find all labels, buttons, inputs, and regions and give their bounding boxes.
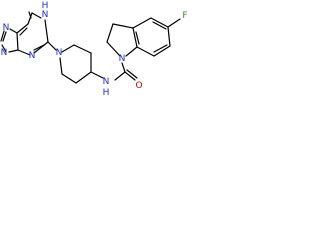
bond — [16, 32, 19, 51]
urea-linker-bonds — [90, 62, 138, 81]
molecule-structure-diagram: N H N N N N N H O N F — [0, 1, 188, 98]
purine-n-left-label: N — [3, 23, 10, 33]
bond — [17, 49, 31, 56]
atom-labels: N H N N N N N H O N F — [1, 1, 188, 98]
linker-h-label: H — [103, 88, 110, 98]
bond — [1, 44, 7, 53]
bond — [167, 18, 181, 28]
bond — [44, 19, 49, 43]
bond — [136, 46, 155, 57]
bond — [59, 57, 63, 75]
bond — [0, 30, 5, 42]
bond — [106, 41, 121, 57]
bond — [73, 44, 92, 54]
piperidine-n-label: N — [56, 48, 63, 58]
purine-n-bottom-label: N — [29, 51, 36, 61]
bond — [90, 71, 104, 79]
bond — [125, 46, 138, 57]
bond — [121, 62, 126, 73]
bond — [153, 44, 168, 53]
bond — [150, 17, 169, 28]
bond — [61, 73, 77, 84]
purine-n-lower-left-label: N — [1, 48, 8, 58]
purine-n-top-label: N — [42, 10, 49, 20]
purine-nh-top-h-label: H — [42, 1, 49, 11]
linker-n-label: N — [103, 77, 110, 87]
bond — [47, 41, 57, 51]
bond — [106, 23, 114, 43]
bond — [8, 49, 19, 53]
bond — [31, 12, 42, 19]
bond — [135, 31, 140, 45]
purine-ring-bonds — [0, 11, 57, 56]
bond — [126, 69, 138, 79]
bond — [61, 44, 75, 53]
bond — [167, 26, 171, 47]
bond — [112, 23, 134, 29]
bond — [19, 27, 28, 36]
bond — [152, 21, 167, 30]
bond — [33, 41, 49, 54]
carbonyl-o-label: O — [135, 81, 142, 91]
bond — [9, 28, 18, 34]
bond — [33, 44, 45, 51]
bond — [2, 31, 7, 42]
bond — [132, 17, 152, 29]
indoline-n-label: N — [119, 54, 126, 64]
bond — [132, 27, 138, 48]
bond — [16, 23, 29, 34]
bond — [153, 45, 171, 57]
bond — [114, 71, 126, 81]
bond — [27, 12, 33, 25]
bond — [28, 11, 32, 19]
piperidine-ring-bonds — [59, 44, 92, 84]
bond — [124, 71, 136, 81]
fluorine-label: F — [182, 11, 187, 21]
bond — [75, 71, 92, 84]
indoline-ring-bonds — [106, 17, 181, 57]
